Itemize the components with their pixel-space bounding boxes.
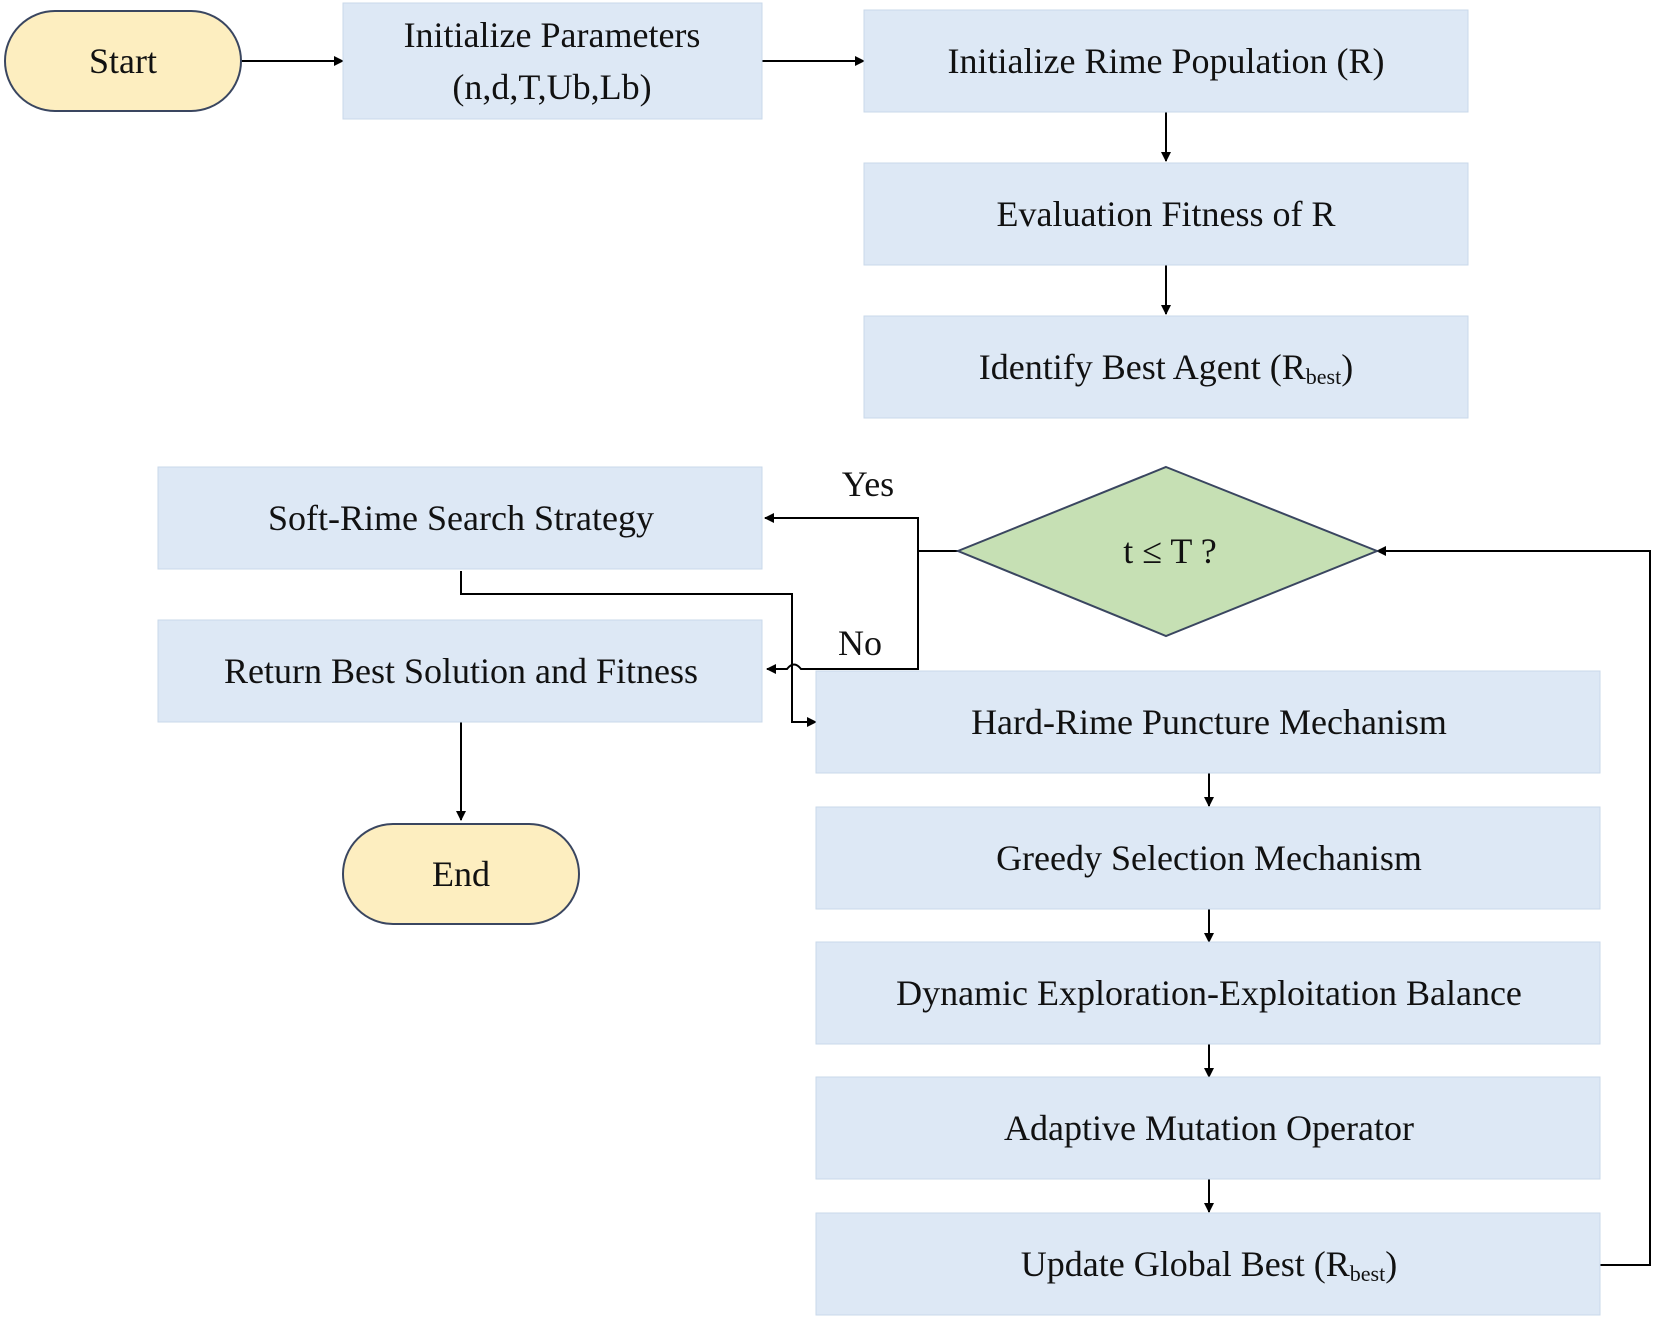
- hard-rime-label: Hard-Rime Puncture Mechanism: [971, 702, 1447, 742]
- evaluate-fitness-node: Evaluation Fitness of R: [863, 162, 1469, 266]
- return-best-label: Return Best Solution and Fitness: [224, 651, 698, 691]
- update-global-label: Update Global Best (Rbest): [1021, 1244, 1397, 1286]
- dynamic-balance-label: Dynamic Exploration-Exploitation Balance: [896, 973, 1522, 1013]
- evaluate-fitness-box: [863, 162, 1469, 266]
- return-best-box: [157, 619, 763, 723]
- soft-rime-label: Soft-Rime Search Strategy: [268, 498, 654, 538]
- edge-label-no: No: [838, 623, 882, 663]
- adaptive-mutation-label: Adaptive Mutation Operator: [1004, 1108, 1414, 1148]
- update-global-box: [815, 1212, 1601, 1316]
- end-label: End: [432, 854, 490, 894]
- soft-rime-node: Soft-Rime Search Strategy: [157, 466, 763, 570]
- init-population-box: [863, 9, 1469, 113]
- dynamic-balance-node: Dynamic Exploration-Exploitation Balance: [815, 941, 1601, 1045]
- adaptive-mutation-box: [815, 1076, 1601, 1180]
- edge-decision-yes-to-soft-rime: [764, 513, 958, 552]
- edge-label-yes: Yes: [842, 464, 894, 504]
- greedy-selection-box: [815, 806, 1601, 910]
- edge-update-loop-to-decision: [1376, 546, 1651, 1266]
- end-terminal-shape: [342, 823, 580, 925]
- decision-label: t ≤ T ?: [1123, 531, 1216, 571]
- identify-best-node: Identify Best Agent (Rbest): [863, 315, 1469, 419]
- hard-rime-node: Hard-Rime Puncture Mechanism: [815, 670, 1601, 774]
- decision-node: t ≤ T ?: [955, 465, 1380, 638]
- init-params-box: [342, 2, 763, 120]
- init-params-line1: Initialize Parameters: [404, 15, 701, 55]
- edge-decision-no-to-return-best: [766, 551, 919, 674]
- decision-diamond: [955, 465, 1380, 638]
- dynamic-balance-box: [815, 941, 1601, 1045]
- hard-rime-box: [815, 670, 1601, 774]
- greedy-selection-label: Greedy Selection Mechanism: [996, 838, 1422, 878]
- init-params-node: Initialize Parameters (n,d,T,Ub,Lb): [342, 2, 763, 120]
- connectors: [241, 56, 1651, 1266]
- start-node: Start: [4, 10, 242, 112]
- identify-best-label: Identify Best Agent (Rbest): [979, 347, 1353, 389]
- init-population-node: Initialize Rime Population (R): [863, 9, 1469, 113]
- start-terminal-shape: [4, 10, 242, 112]
- init-population-label: Initialize Rime Population (R): [948, 41, 1385, 81]
- evaluate-fitness-label: Evaluation Fitness of R: [997, 194, 1336, 234]
- start-label: Start: [89, 41, 157, 81]
- return-best-node: Return Best Solution and Fitness: [157, 619, 763, 723]
- update-global-node: Update Global Best (Rbest): [815, 1212, 1601, 1316]
- greedy-selection-node: Greedy Selection Mechanism: [815, 806, 1601, 910]
- init-params-line2: (n,d,T,Ub,Lb): [452, 67, 651, 107]
- identify-best-box: [863, 315, 1469, 419]
- edge-soft-rime-to-hard-rime: [460, 571, 817, 727]
- end-node: End: [342, 823, 580, 925]
- adaptive-mutation-node: Adaptive Mutation Operator: [815, 1076, 1601, 1180]
- soft-rime-box: [157, 466, 763, 570]
